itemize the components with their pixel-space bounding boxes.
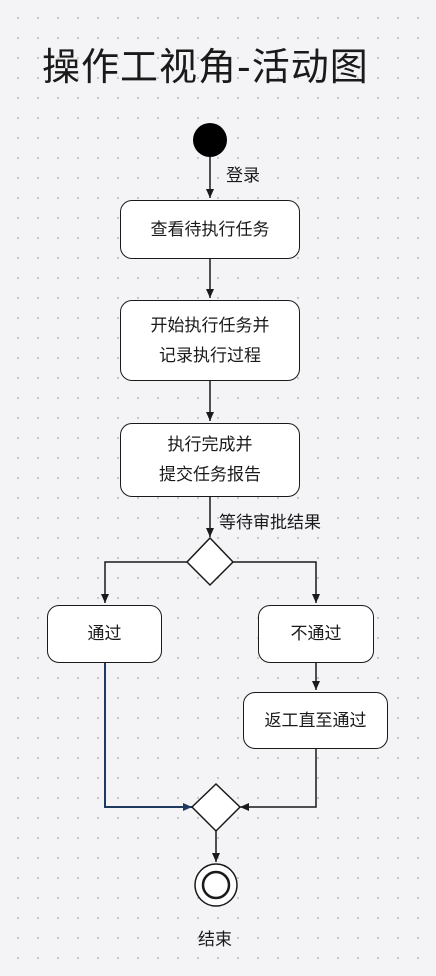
activity-complete-and-submit: 执行完成并 提交任务报告 (120, 423, 300, 497)
activity-not-pass: 不通过 (258, 605, 374, 663)
edge-rework-to-merge (240, 749, 317, 811)
diagram-title: 操作工视角-活动图 (42, 45, 369, 89)
end-node (194, 863, 238, 907)
decision-node (185, 536, 235, 587)
activity-view-pending-tasks: 查看待执行任务 (120, 200, 300, 259)
activity-label-line2: 记录执行过程 (159, 345, 261, 366)
activity-label-line1: 执行完成并 (167, 435, 253, 455)
merge-node (190, 782, 242, 833)
activity-label: 通过 (87, 624, 122, 644)
activity-pass: 通过 (47, 605, 162, 663)
activity-label-line1: 开始执行任务并 (150, 315, 270, 336)
edge-label-await-review: 等待审批结果 (219, 513, 321, 533)
edge-pass-to-merge (104, 663, 192, 811)
start-node (193, 123, 227, 157)
activity-rework: 返工直至通过 (243, 692, 388, 749)
end-label: 结束 (198, 930, 232, 950)
edge-decision-to-pass (101, 561, 187, 603)
edge-label-login: 登录 (226, 166, 260, 186)
activity-label: 不通过 (290, 624, 342, 644)
activity-label: 查看待执行任务 (150, 219, 270, 240)
edge-decision-to-not-pass (233, 561, 320, 603)
activity-start-execution: 开始执行任务并 记录执行过程 (120, 300, 300, 381)
activity-label-line2: 提交任务报告 (159, 465, 261, 485)
activity-label: 返工直至通过 (264, 710, 367, 731)
